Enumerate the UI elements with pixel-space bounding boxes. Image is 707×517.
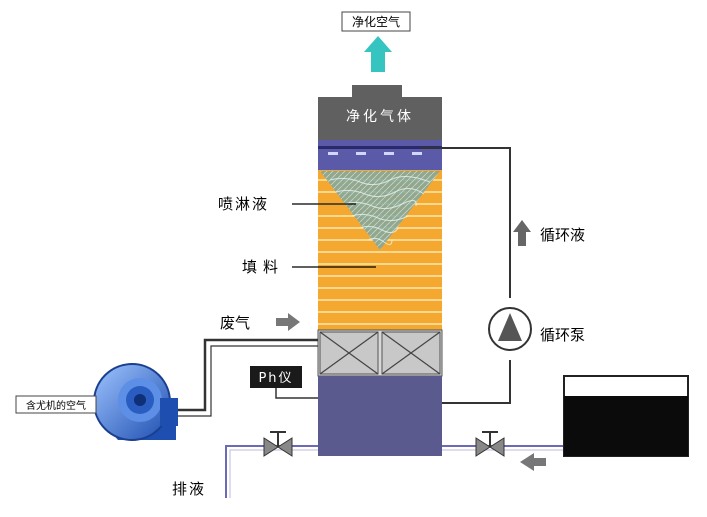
inlet-air-label: 含尤机的空气 [26,399,86,412]
mist-section [317,329,443,377]
inlet-duct [172,338,318,412]
supply-valve-icon [475,431,505,457]
inlet-air-label-box [15,395,97,414]
waste-gas-arrow-icon [276,313,300,331]
fan-icon [93,363,178,441]
tower-sump [318,376,442,456]
discharge-label: 排液 [172,480,206,498]
circulation-pipe [420,147,511,404]
spray-liquid-label: 喷淋液 [218,195,269,213]
clean-air-outlet: 净化空气 [341,11,411,72]
clean-air-label-box [341,11,411,32]
liquid-tank [563,375,689,457]
clean-air-label: 净化空气 [352,14,400,29]
drain-valve-icon [263,431,293,457]
up-arrow-icon [513,220,531,246]
tower-top: 净化气体 [318,85,442,140]
ph-meter-label: Ph仪 [258,371,293,386]
spray-header [318,140,442,170]
pump-icon [488,307,532,351]
circulating-pump-label: 循环泵 [540,326,585,344]
circulating-liquid-label: 循环液 [540,226,585,244]
clean-gas-label: 净化气体 [346,109,414,125]
feed-arrow-icon [520,453,546,471]
packing-label: 填料 [242,258,284,276]
waste-gas-label: 废气 [220,314,250,332]
outlet-arrow-icon [364,36,392,72]
ph-meter: Ph仪 [250,366,318,399]
packing-section [318,170,442,330]
